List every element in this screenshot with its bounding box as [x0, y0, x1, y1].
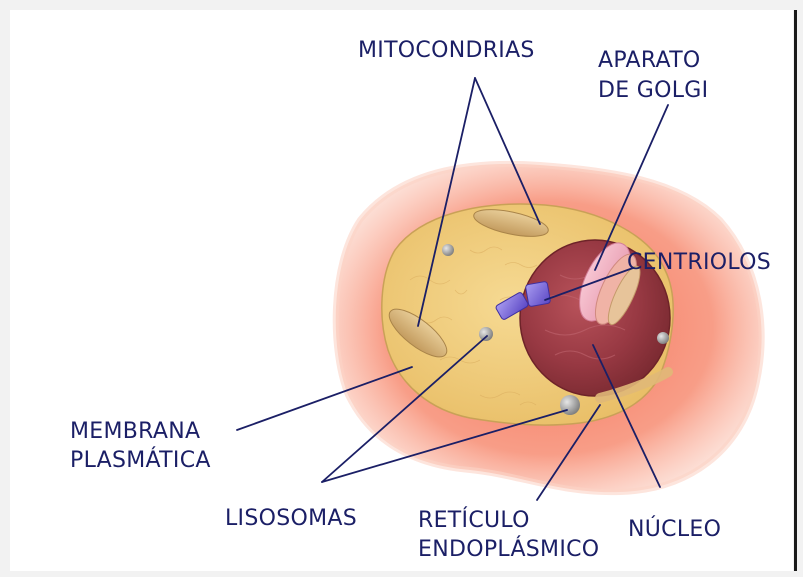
label-golgi-line1: APARATO: [598, 47, 701, 74]
label-golgi-line2: DE GOLGI: [598, 77, 708, 104]
label-centriolos: CENTRIOLOS: [627, 249, 771, 276]
lysosome-1: [442, 244, 454, 256]
label-reticulo-line1: RETÍCULO: [418, 507, 530, 534]
right-border: [794, 10, 797, 571]
label-nucleo: NÚCLEO: [628, 516, 721, 543]
lysosome-4: [657, 332, 669, 344]
label-mitocondrias: MITOCONDRIAS: [358, 37, 535, 64]
label-reticulo-line2: ENDOPLÁSMICO: [418, 536, 599, 563]
label-lisosomas: LISOSOMAS: [225, 505, 357, 532]
label-membrana-line2: PLASMÁTICA: [70, 447, 211, 474]
label-membrana-line1: MEMBRANA: [70, 418, 200, 445]
diagram-frame: MITOCONDRIAS APARATO DE GOLGI CENTRIOLOS…: [10, 10, 793, 571]
lysosome-2: [479, 327, 493, 341]
